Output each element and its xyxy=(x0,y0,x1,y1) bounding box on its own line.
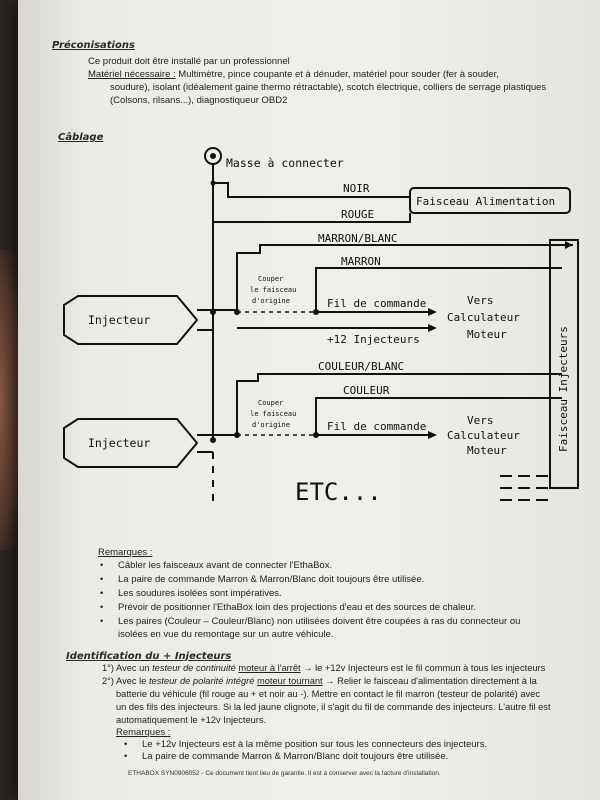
vers-label-1: Vers xyxy=(467,294,494,307)
marron-label: MARRON xyxy=(341,255,381,268)
remarque-item: Câbler les faisceaux avant de connecter … xyxy=(100,560,598,572)
injecteur-label-2: Injecteur xyxy=(88,436,150,450)
identification-heading: Identification du + Injecteurs xyxy=(66,651,232,662)
remarque-item: La paire de commande Marron & Marron/Bla… xyxy=(100,574,598,586)
couper-label-3: d'origine xyxy=(252,297,290,305)
remarque-item: Les soudures isolées sont impératives. xyxy=(100,588,598,600)
cablage-heading: Câblage xyxy=(58,132,104,143)
couper-label-4: Couper xyxy=(258,399,283,407)
masse-label: Masse à connecter xyxy=(226,156,344,170)
identification-step-2: 2°) Avec le testeur de polarité intégré … xyxy=(102,676,537,686)
faisceau-injecteurs-box xyxy=(549,239,579,489)
calculateur-label-1: Calculateur xyxy=(447,311,520,324)
remarque-item-continuation: isolées en vue du remontage sur un autre… xyxy=(118,629,334,640)
materiel-line-3: (Colsons, rilsans...), diagnostiqueur OB… xyxy=(110,95,288,106)
remarque-item: La paire de commande Marron & Marron/Bla… xyxy=(124,751,582,763)
remarque-item: Les paires (Couleur – Couleur/Blanc) non… xyxy=(100,616,598,628)
moteur-label-2: Moteur xyxy=(467,444,507,457)
couleur-blanc-label: COULEUR/BLANC xyxy=(318,360,404,373)
couper-label-5: le faisceau xyxy=(250,410,296,418)
injecteur-2-shape xyxy=(63,418,199,468)
footer-text: ETHABOX SYN0906052 - Ce document tient l… xyxy=(128,770,441,777)
remarque-item: Le +12v Injecteurs est à la même positio… xyxy=(124,739,582,751)
couper-label-1: Couper xyxy=(258,275,283,283)
couper-label-6: d'origine xyxy=(252,421,290,429)
rouge-label: ROUGE xyxy=(341,208,374,221)
fil-commande-label-2: Fil de commande xyxy=(327,420,426,433)
marron-blanc-label: MARRON/BLANC xyxy=(318,232,397,245)
moteur-label-1: Moteur xyxy=(467,328,507,341)
identification-line-5: automatiquement le +12v Injecteurs. xyxy=(116,715,267,725)
faisceau-injecteurs-label: Faisceau Injecteurs xyxy=(557,326,570,452)
calculateur-label-2: Calculateur xyxy=(447,429,520,442)
faisceau-alimentation-box xyxy=(409,187,571,214)
remarques-heading-2: Remarques : xyxy=(116,727,171,738)
injecteur-1-shape xyxy=(63,295,199,345)
couleur-label: COULEUR xyxy=(343,384,390,397)
materiel-line-2: soudure), isolant (idéalement gaine ther… xyxy=(110,82,547,93)
noir-label: NOIR xyxy=(343,182,370,195)
identification-line-3: batterie du véhicule (fil rouge au + et … xyxy=(116,689,540,699)
document-sheet xyxy=(18,0,600,800)
faisceau-alimentation-label: Faisceau Alimentation xyxy=(416,195,555,208)
materiel-text: Multimètre, pince coupante et à dénuder,… xyxy=(175,69,499,80)
plus12-label: +12 Injecteurs xyxy=(327,333,420,346)
remarque-item: Prévoir de positionner l'EthaBox loin de… xyxy=(100,602,598,614)
identification-line-4: un des fils des injecteurs. Si la led ja… xyxy=(116,702,551,712)
materiel-line: Matériel nécessaire : Multimètre, pince … xyxy=(88,68,588,81)
preconisations-line: Ce produit doit être installé par un pro… xyxy=(88,56,290,67)
injecteur-label-1: Injecteur xyxy=(88,313,150,327)
preconisations-heading: Préconisations xyxy=(52,40,135,51)
etc-label: ETC... xyxy=(295,478,382,506)
materiel-label: Matériel nécessaire : xyxy=(88,69,176,80)
vers-label-2: Vers xyxy=(467,414,494,427)
identification-step-1: 1°) Avec un testeur de continuité moteur… xyxy=(102,663,546,673)
couper-label-2: le faisceau xyxy=(250,286,296,294)
remarques-heading-1: Remarques : xyxy=(98,547,153,558)
fil-commande-label-1: Fil de commande xyxy=(327,297,426,310)
